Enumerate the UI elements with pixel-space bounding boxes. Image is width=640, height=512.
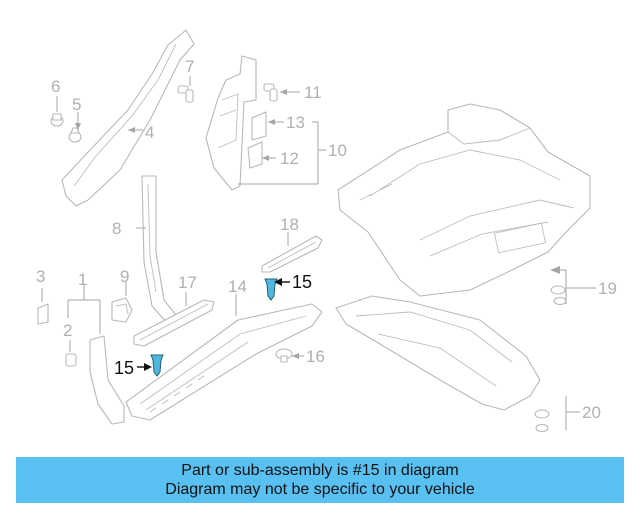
callout-2: 2 (63, 321, 72, 340)
callout-8: 8 (112, 219, 121, 238)
banner-part-text: Part or sub-assembly is #15 in diagram (181, 462, 459, 479)
parts-diagram: 1 2 3 4 5 6 7 8 9 10 11 12 13 14 16 17 1… (36, 29, 617, 433)
callout-13: 13 (286, 113, 305, 132)
clip-19-part (550, 285, 567, 306)
callout-19: 19 (598, 279, 617, 298)
clip-5-part (68, 127, 82, 143)
callout-17: 17 (178, 273, 197, 292)
callout-1: 1 (78, 270, 87, 289)
callout-14: 14 (228, 277, 247, 296)
leader-lines (41, 76, 596, 430)
clip-16-part (275, 348, 293, 363)
highlight-callouts: 15 15 (114, 272, 312, 378)
callout-numbers: 1 2 3 4 5 6 7 8 9 10 11 12 13 14 16 17 1… (36, 57, 617, 422)
callout-12: 12 (280, 149, 299, 168)
callout-20: 20 (582, 403, 601, 422)
bolt-11-part (263, 83, 278, 102)
highlighted-clip-15-lower (150, 354, 164, 377)
b-pillar-lower-trim-part (141, 175, 181, 325)
bolt-7-part (177, 85, 194, 103)
callout-15-lower: 15 (114, 358, 134, 378)
callout-10: 10 (328, 141, 347, 160)
callout-11: 11 (304, 83, 322, 102)
callout-3: 3 (36, 267, 45, 286)
rear-floor-carpet-part (335, 295, 541, 411)
callout-18: 18 (280, 215, 299, 234)
a-pillar-trim-part (61, 29, 195, 207)
callout-7: 7 (185, 57, 194, 76)
bracket-3-part (37, 303, 49, 325)
front-scuff-plate-part (133, 299, 215, 347)
clip-9-part (111, 297, 133, 323)
callout-6: 6 (51, 77, 60, 96)
front-pillar-lower-trim-part (89, 335, 125, 425)
b-pillar-trim-part (205, 55, 267, 191)
rear-scuff-plate-part (261, 235, 323, 273)
clip-2-part (65, 353, 77, 367)
clip-6-part (50, 113, 64, 127)
callout-15-upper: 15 (292, 272, 312, 292)
sill-trim-part (125, 303, 323, 421)
clip-20-part (534, 409, 550, 433)
info-banner: Part or sub-assembly is #15 in diagram D… (16, 457, 624, 503)
callout-16: 16 (306, 347, 325, 366)
highlighted-clip-15-upper (264, 278, 278, 301)
callout-9: 9 (120, 267, 129, 286)
banner-disclaimer-text: Diagram may not be specific to your vehi… (165, 481, 475, 498)
callout-4: 4 (145, 123, 154, 142)
floor-carpet-part (337, 103, 591, 297)
callout-5: 5 (72, 95, 81, 114)
